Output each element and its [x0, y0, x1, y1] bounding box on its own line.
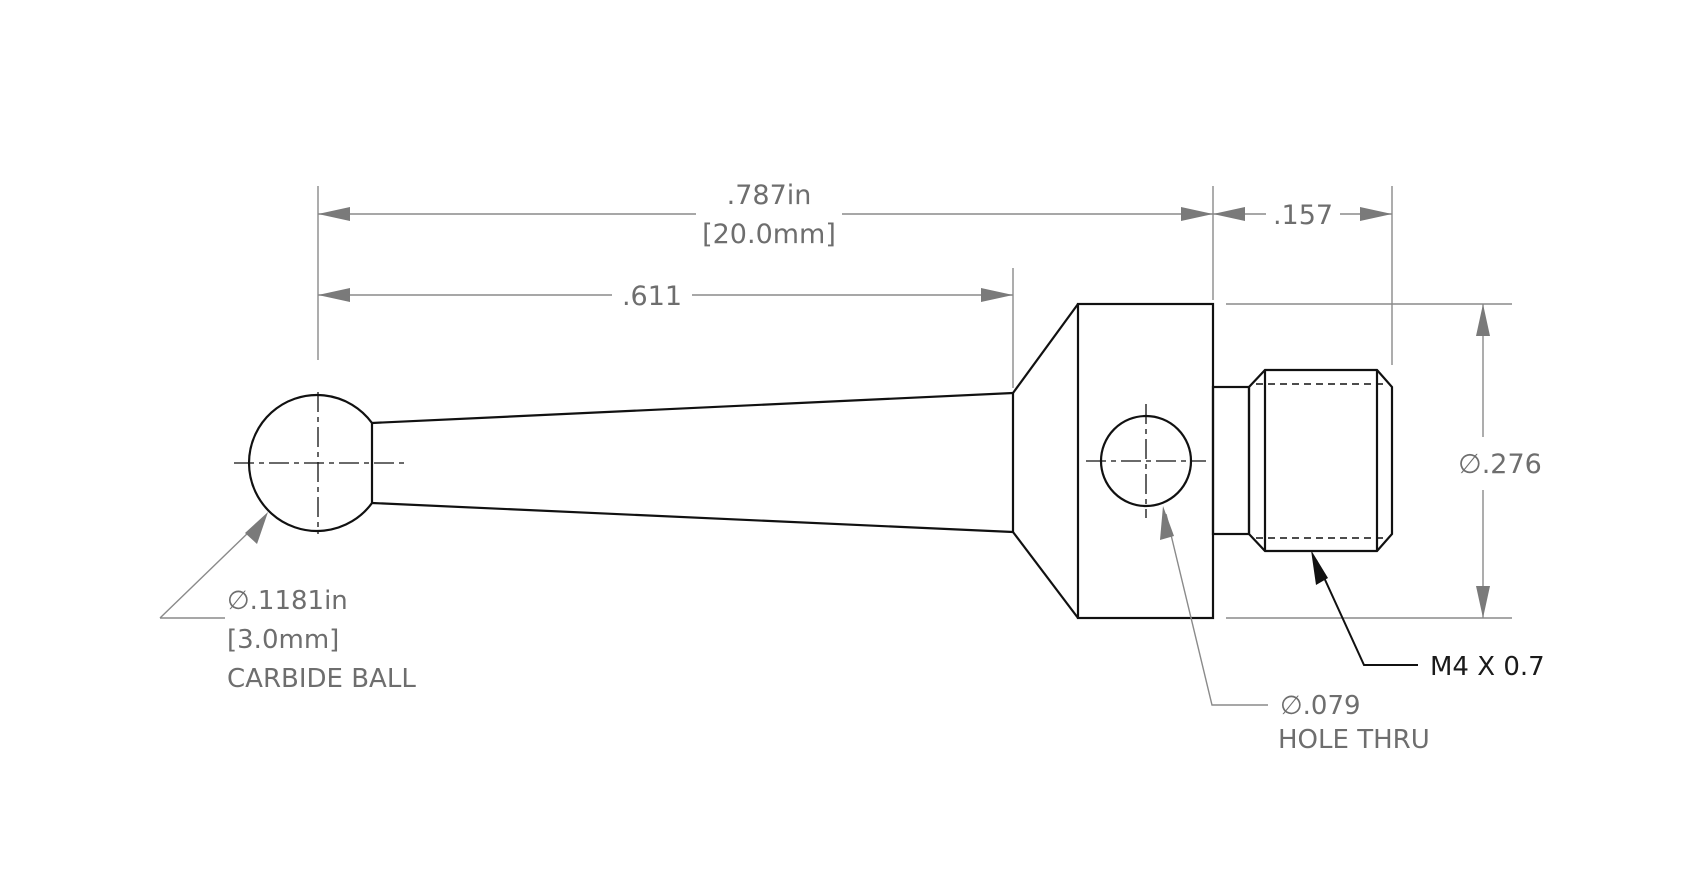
hole-diameter-label: ∅.079 [1280, 691, 1361, 721]
leader-ball: ∅.1181in [3.0mm] CARBIDE BALL [159, 512, 416, 694]
stem-bottom-edge [371, 501, 1014, 534]
stylus-part [247, 302, 1394, 620]
dim-taper-length: .611 [318, 281, 1013, 312]
body-diameter-label: ∅.276 [1458, 449, 1542, 480]
ball-diameter-in-label: ∅.1181in [227, 586, 348, 616]
extension-lines [317, 186, 1512, 619]
leader-thread: M4 X 0.7 [1311, 550, 1545, 682]
taper-length-label: .611 [622, 281, 682, 312]
thread-length-label: .157 [1273, 200, 1333, 231]
cone-bottom-edge [1012, 531, 1079, 619]
cone-top-edge [1012, 303, 1079, 394]
thread-spec-label: M4 X 0.7 [1430, 652, 1545, 682]
stem-top-edge [371, 391, 1014, 425]
threaded-shank [1247, 368, 1394, 553]
thread-neck [1211, 385, 1251, 536]
ball-diameter-mm-label: [3.0mm] [227, 625, 339, 655]
overall-length-mm-label: [20.0mm] [702, 219, 836, 250]
ball-material-label: CARBIDE BALL [227, 664, 416, 694]
dim-overall-length: .787in [20.0mm] [318, 180, 1213, 250]
center-lines [234, 392, 1206, 534]
overall-length-in-label: .787in [727, 180, 812, 211]
dim-thread-length: .157 [1213, 200, 1392, 231]
hole-type-label: HOLE THRU [1278, 725, 1430, 755]
leader-hole: ∅.079 HOLE THRU [1160, 506, 1430, 755]
dim-body-diameter: ∅.276 [1458, 304, 1542, 618]
